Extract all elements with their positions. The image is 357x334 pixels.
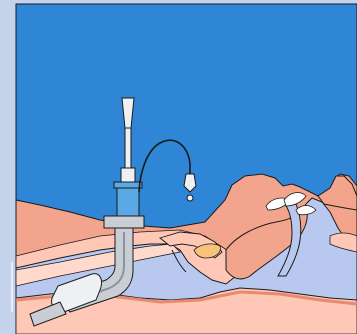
tube-flange bbox=[104, 216, 144, 228]
connector-ring bbox=[114, 182, 142, 188]
pilot-valve bbox=[187, 195, 193, 201]
connector-neck bbox=[121, 168, 135, 182]
